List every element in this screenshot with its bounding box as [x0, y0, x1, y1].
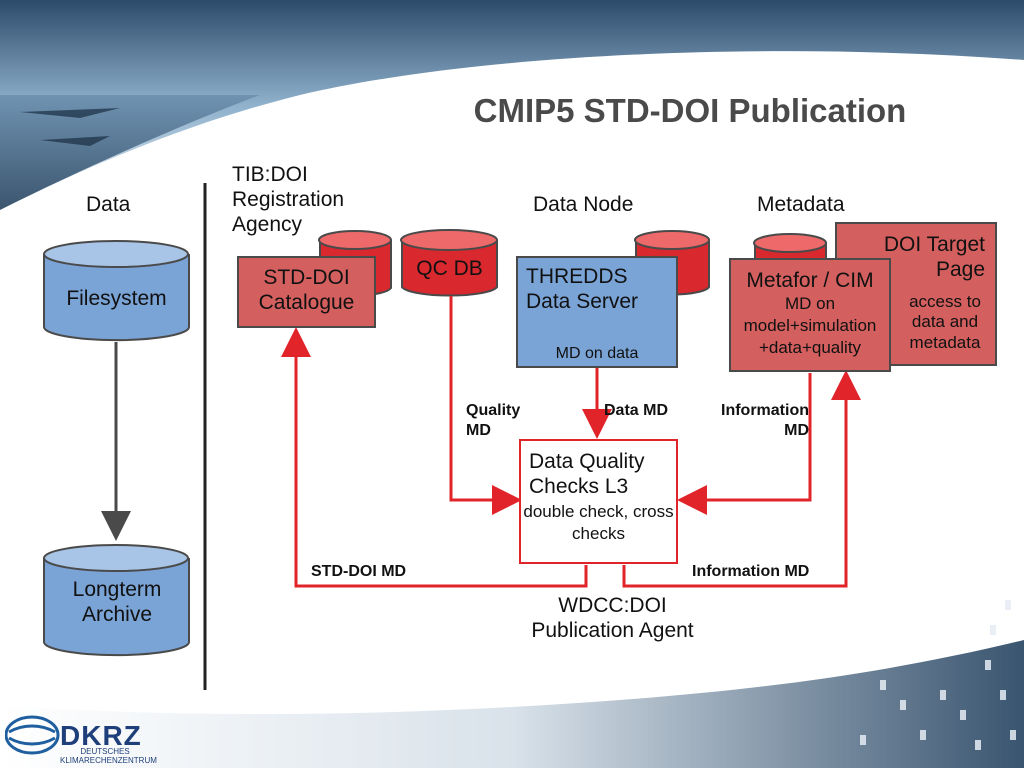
- qc-db-cylinder: [400, 229, 498, 297]
- dkrz-logo-text: DKRZ: [60, 720, 142, 751]
- page-title: CMIP5 STD-DOI Publication: [473, 92, 907, 129]
- longterm-archive-label: Longterm Archive: [72, 578, 162, 627]
- flow-label-std-doi-md: STD-DOI MD: [311, 563, 407, 580]
- dkrz-logo-subtitle: DEUTSCHES KLIMARECHENZENTRUM: [60, 747, 157, 765]
- arrow-information-md-out: [622, 370, 861, 588]
- data-quality-checks-subtitle: double check, cross checks: [523, 502, 674, 544]
- thredds-subtitle: MD on data: [555, 345, 639, 362]
- filesystem-label: Filesystem: [66, 287, 167, 310]
- flow-label-quality-md: Quality MD: [466, 402, 521, 439]
- publication-agent-label: WDCC:DOI Publication Agent: [531, 594, 694, 643]
- column-label-data-node: Data Node: [533, 193, 634, 216]
- thredds-title: THREDDS Data Server: [526, 265, 639, 314]
- arrow-std-doi-md: [281, 327, 588, 588]
- longterm-archive-cylinder: [43, 544, 190, 657]
- column-label-data: Data: [86, 193, 131, 216]
- flow-label-information-md-in: Information MD: [721, 402, 809, 439]
- arrow-information-md-in: [677, 373, 812, 515]
- std-doi-catalogue-label: STD-DOI Catalogue: [258, 266, 355, 315]
- flow-label-information-md-out: Information MD: [692, 563, 810, 580]
- metafor-cim-subtitle: MD on model+simulation +data+quality: [743, 294, 877, 358]
- metafor-cim-box: Metafor / CIM MD on model+simulation +da…: [729, 258, 891, 372]
- flow-label-data-md: Data MD: [604, 402, 669, 419]
- column-label-tib: TIB:DOI Registration Agency: [232, 163, 345, 237]
- std-doi-catalogue-box: STD-DOI Catalogue: [237, 256, 376, 328]
- qc-db-label: QC DB: [416, 257, 483, 280]
- dkrz-logo-icon: [5, 715, 60, 755]
- arrow-quality-md: [449, 296, 522, 515]
- metafor-cim-title: Metafor / CIM: [746, 269, 874, 292]
- column-label-metadata: Metadata: [757, 193, 845, 216]
- thredds-box: THREDDS Data Server MD on data: [516, 256, 678, 368]
- data-quality-checks-title: Data Quality Checks L3: [529, 450, 645, 499]
- data-quality-checks-box: Data Quality Checks L3 double check, cro…: [519, 439, 678, 564]
- doi-target-page-title: DOI Target Page: [883, 233, 985, 282]
- doi-target-page-subtitle: access to data and metadata: [909, 292, 981, 352]
- filesystem-cylinder: [43, 240, 190, 342]
